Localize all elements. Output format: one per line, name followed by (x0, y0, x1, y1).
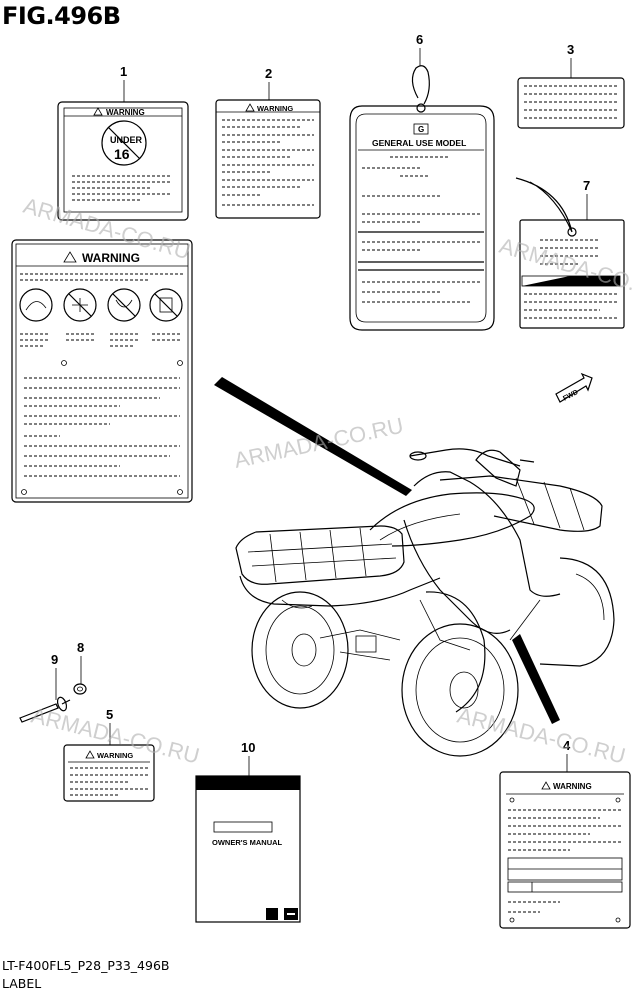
pictogram-row (19, 288, 183, 322)
suzuki-logo-icon (266, 908, 278, 920)
label-2: WARNING (215, 99, 321, 219)
callout-8: 8 (77, 640, 84, 655)
label-6-g-mark: G (418, 125, 424, 134)
label-7-tag (515, 177, 625, 329)
warning-triangle-icon (85, 750, 95, 759)
leader-label-1 (214, 377, 412, 496)
pictogram-3-icon (107, 288, 141, 322)
callout-3: 3 (567, 42, 574, 57)
callout-9: 9 (51, 652, 58, 667)
leader-label-4 (512, 634, 560, 724)
owners-manual-text: OWNER'S MANUAL (212, 838, 283, 847)
label-1-warning-text: WARNING (106, 108, 145, 117)
watermark-3: ARMADA-CO.RU (232, 413, 406, 473)
atv-illustration (235, 448, 615, 757)
warning-triangle-icon (93, 107, 103, 116)
callout-2: 2 (265, 66, 272, 81)
callout-10: 10 (241, 740, 255, 755)
label-5: WARNING (63, 744, 155, 802)
callout-4: 4 (563, 738, 571, 753)
callout-6: 6 (416, 32, 423, 47)
no-under-16-icon (101, 120, 147, 166)
figure-name: LABEL (2, 976, 42, 991)
warning-triangle-icon (245, 103, 255, 112)
label-4: WARNING (499, 771, 631, 929)
callout-1: 1 (120, 64, 127, 79)
label-1-age-text: 16 (114, 146, 130, 162)
pictogram-4-icon (149, 288, 183, 322)
callouts: 1 2 3 6 7 8 9 5 10 4 (51, 32, 590, 776)
label-1-under-text: UNDER (110, 135, 143, 145)
rivet-9 (19, 696, 71, 723)
pictogram-2-icon (63, 288, 97, 322)
figure-title: FIG.496B (2, 2, 121, 30)
label-4-warning-text: WARNING (553, 782, 592, 791)
label-1-upper: WARNING UNDER 16 (57, 101, 189, 221)
label-1-lower-warning-text: WARNING (82, 251, 140, 265)
fwd-text: FWD (562, 389, 579, 403)
owners-manual-book: OWNER'S MANUAL (195, 775, 301, 923)
washer-8 (73, 683, 87, 695)
callout-7: 7 (583, 178, 590, 193)
label-3 (517, 77, 625, 129)
label-2-warning-text: WARNING (257, 104, 293, 113)
label-1-lower: WARNING (11, 239, 193, 503)
callout-5: 5 (106, 707, 113, 722)
label-6-tag: G GENERAL USE MODEL (349, 65, 495, 331)
label-6-general-use-text: GENERAL USE MODEL (372, 138, 466, 148)
warning-triangle-icon (541, 781, 551, 790)
pictogram-1-icon (19, 288, 53, 322)
label-5-warning-text: WARNING (97, 751, 133, 760)
fwd-arrow-icon: FWD (555, 372, 593, 403)
warning-triangle-icon (63, 251, 77, 263)
figure-code: LT-F400FL5_P28_P33_496B (2, 958, 170, 973)
